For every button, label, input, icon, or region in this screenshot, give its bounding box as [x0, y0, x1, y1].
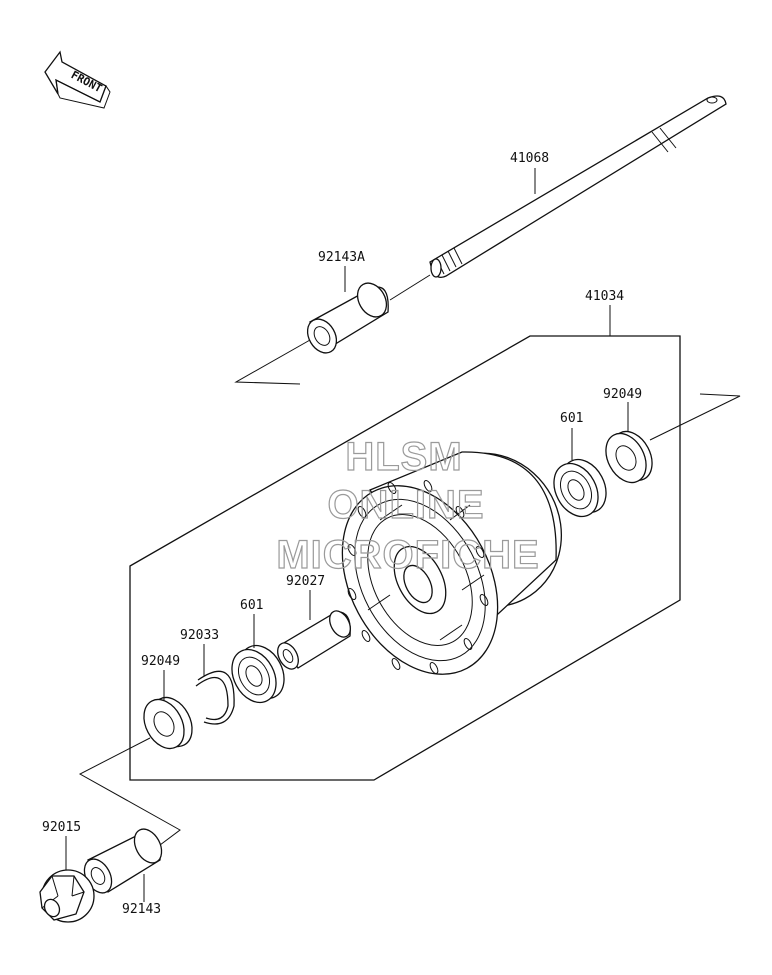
hub-assembly-label: 41034	[585, 289, 624, 304]
bearing-right-label: 601	[560, 411, 583, 426]
watermark-line-3: MICROFICHE	[276, 533, 539, 577]
inner-spacer-part	[277, 610, 351, 670]
spacer-right-part	[306, 282, 389, 354]
axle-part	[389, 95, 727, 301]
wheel-hub-part	[341, 451, 563, 675]
seal-right-label: 92049	[603, 387, 642, 402]
nut-part	[39, 869, 95, 923]
circlip-part	[195, 670, 235, 725]
seal-right-callout	[649, 393, 741, 441]
bearing-right-part	[553, 458, 607, 518]
watermark: HLSM ONLINE MICROFICHE	[276, 434, 540, 577]
spacer-right-callout	[234, 339, 311, 385]
circlip-label: 92033	[180, 628, 219, 643]
axle-label: 41068	[510, 151, 549, 166]
bearing-left-part	[231, 644, 285, 704]
inner-spacer-label: 92027	[286, 574, 325, 589]
spacer-left-label: 92143	[122, 902, 161, 917]
nut-label: 92015	[42, 820, 81, 835]
front-arrow-icon: FRONT	[44, 50, 111, 109]
seal-left-part	[143, 696, 193, 750]
seal-left-callout	[78, 737, 181, 849]
seal-right-part	[605, 430, 653, 484]
hub-assembly-frame	[129, 335, 681, 781]
watermark-line-2: ONLINE	[327, 483, 484, 527]
spacer-right-label: 92143A	[318, 250, 365, 265]
watermark-line-1: HLSM	[345, 435, 462, 479]
seal-left-label: 92049	[141, 654, 180, 669]
bearing-left-label: 601	[240, 598, 263, 613]
